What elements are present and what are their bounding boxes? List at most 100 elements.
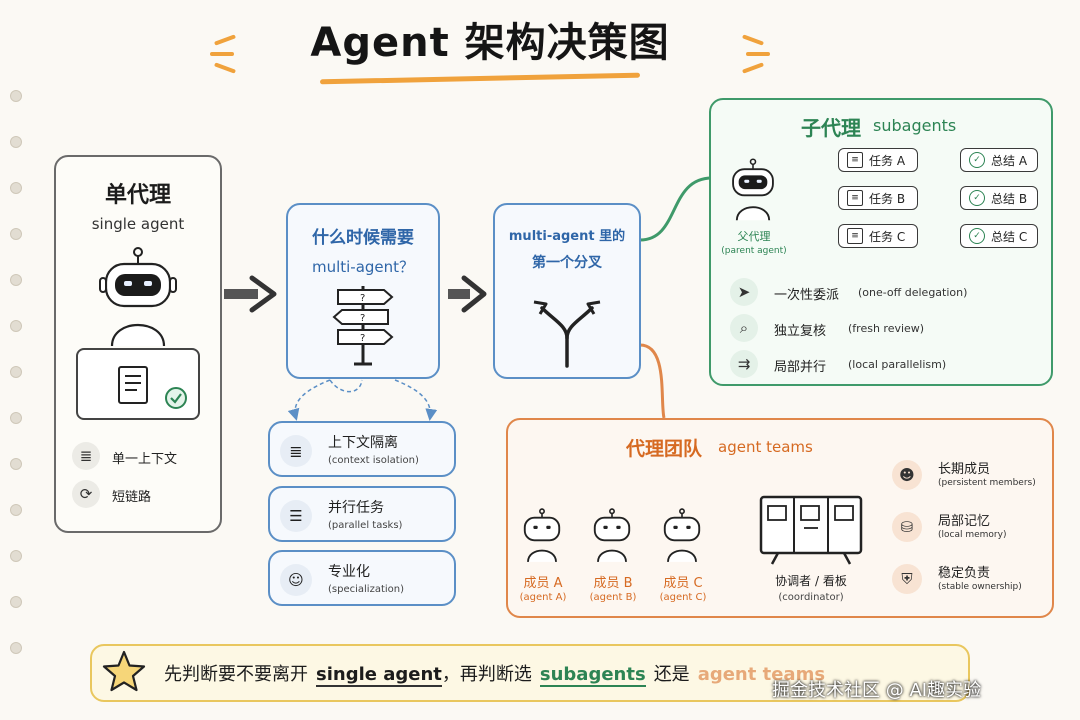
arrow-question-to-fork — [448, 275, 487, 313]
database-icon: ⛁ — [892, 512, 922, 542]
member-sub: (agent B) — [589, 592, 637, 603]
document-icon: ≣ — [72, 442, 100, 470]
footer-part: ，再判断选 — [441, 664, 532, 685]
search-icon: ⌕ — [730, 314, 758, 342]
reason-card: ☺ 专业化 (specialization) — [268, 550, 456, 606]
team-feature-label: 稳定负责 — [938, 566, 991, 581]
member-robot-icon — [663, 508, 701, 563]
subagents-title-en: subagents — [873, 116, 957, 135]
task-icon: ≡ — [847, 190, 863, 206]
task-icon: ≡ — [847, 228, 863, 244]
list-icon: ☰ — [280, 500, 312, 532]
signpost-icon: ? ? ? — [332, 286, 394, 366]
subagent-feature-label: 独立复核 — [774, 324, 827, 339]
reason-sub: (parallel tasks) — [328, 520, 403, 531]
subagent-feature-sub: (local parallelism) — [848, 358, 947, 371]
task-icon: ≡ — [847, 152, 863, 168]
cycle-icon: ⟳ — [72, 480, 100, 508]
reason-label: 并行任务 — [328, 500, 384, 516]
summary-item: ✓ 总结 A — [960, 148, 1038, 172]
reason-sub: (context isolation) — [328, 455, 419, 466]
svg-text:?: ? — [360, 293, 365, 304]
task-item: ≡ 任务 A — [838, 148, 918, 172]
document-icon — [118, 366, 148, 404]
team-feature-sub: (local memory) — [938, 530, 1007, 540]
question-line-2: multi-agent？ — [311, 258, 415, 276]
subagent-feature-label: 局部并行 — [774, 360, 827, 375]
summary-item: ✓ 总结 C — [960, 224, 1038, 248]
expert-icon: ☺ — [280, 564, 312, 596]
fork-line-1: multi-agent 里的 — [508, 229, 626, 244]
footer-part: 先判断要不要离开 — [164, 664, 308, 685]
check-icon: ✓ — [969, 190, 985, 206]
task-item: ≡任务 C — [838, 224, 918, 248]
footer-term-teams: agent teams — [697, 664, 826, 685]
parallel-icon: ⇉ — [730, 350, 758, 378]
watermark-text: 掘金技术社区 @ AI趣实验 — [772, 680, 982, 701]
summary-label: 总结 C — [991, 229, 1028, 244]
member-sub: (agent A) — [519, 592, 567, 603]
single-agent-item: 短链路 — [112, 490, 152, 505]
star-icon — [102, 650, 146, 692]
footer-text: 先判断要不要离开 single agent ，再判断选 subagents 还是… — [164, 660, 825, 687]
svg-text:?: ? — [360, 313, 365, 324]
footer-part: 还是 — [653, 664, 690, 685]
arrow-single-to-question — [224, 275, 277, 313]
binding-holes — [10, 90, 24, 690]
single-agent-subtitle: single agent — [91, 215, 185, 233]
parent-agent-label: 父代理 — [737, 230, 771, 243]
kanban-board-icon — [759, 495, 863, 565]
member-sub: (agent C) — [659, 592, 707, 603]
footer-term-subagents: subagents — [539, 664, 646, 687]
team-feature-label: 局部记忆 — [938, 514, 991, 529]
team-feature-sub: (persistent members) — [938, 478, 1036, 488]
team-feature-sub: (stable ownership) — [938, 582, 1022, 592]
title-area: Agent 架构决策图 — [230, 12, 750, 92]
coordinator-label: 协调者 / 看板 — [775, 574, 847, 588]
parent-agent-sub: (parent agent) — [721, 246, 787, 256]
member-label: 成员 A — [523, 576, 563, 591]
check-icon: ✓ — [969, 228, 985, 244]
subagent-feature-sub: (one-off delegation) — [858, 286, 968, 299]
task-label: 任务 B — [869, 191, 906, 206]
task-label: 任务 A — [869, 153, 906, 168]
reason-sub: (specialization) — [328, 584, 405, 595]
shield-icon: ⛨ — [892, 564, 922, 594]
reason-card: ☰ 并行任务 (parallel tasks) — [268, 486, 456, 542]
sparkle-mark — [746, 52, 770, 56]
check-icon — [165, 387, 187, 409]
task-item: ≡ 任务 B — [838, 186, 918, 210]
teams-title-en: agent teams — [718, 438, 813, 456]
sparkle-mark — [210, 52, 234, 56]
reason-label: 上下文隔离 — [328, 435, 398, 451]
reason-card: ≣ 上下文隔离 (context isolation) — [268, 421, 456, 477]
context-panel — [76, 348, 200, 420]
subagent-feature-sub: (fresh review) — [848, 322, 925, 335]
parent-robot-icon — [732, 158, 774, 221]
reason-label: 专业化 — [328, 564, 370, 580]
summary-label: 总结 B — [991, 191, 1028, 206]
fork-arrow-icon — [533, 300, 601, 368]
member-robot-icon — [523, 508, 561, 563]
team-feature-label: 长期成员 — [938, 462, 991, 477]
svg-text:?: ? — [360, 333, 365, 344]
fork-line-2: 第一个分叉 — [532, 255, 602, 271]
check-icon: ✓ — [969, 152, 985, 168]
subagent-feature-label: 一次性委派 — [774, 288, 840, 303]
robot-icon — [99, 247, 177, 347]
summary-item: ✓ 总结 B — [960, 186, 1038, 210]
page-title: Agent 架构决策图 — [310, 20, 670, 66]
teams-title-cn: 代理团队 — [626, 438, 703, 460]
member-label: 成员 C — [663, 576, 703, 591]
document-icon: ≣ — [280, 435, 312, 467]
people-icon: ☻ — [892, 460, 922, 490]
subagents-title-cn: 子代理 — [801, 116, 861, 140]
single-agent-item: 单一上下文 — [112, 452, 178, 467]
send-icon: ➤ — [730, 278, 758, 306]
question-line-1: 什么时候需要 — [312, 228, 414, 248]
coordinator-sub: (coordinator) — [778, 592, 844, 603]
single-agent-title: 单代理 — [104, 183, 171, 208]
footer-banner — [90, 644, 970, 702]
member-label: 成员 B — [593, 576, 633, 591]
summary-label: 总结 A — [991, 153, 1028, 168]
